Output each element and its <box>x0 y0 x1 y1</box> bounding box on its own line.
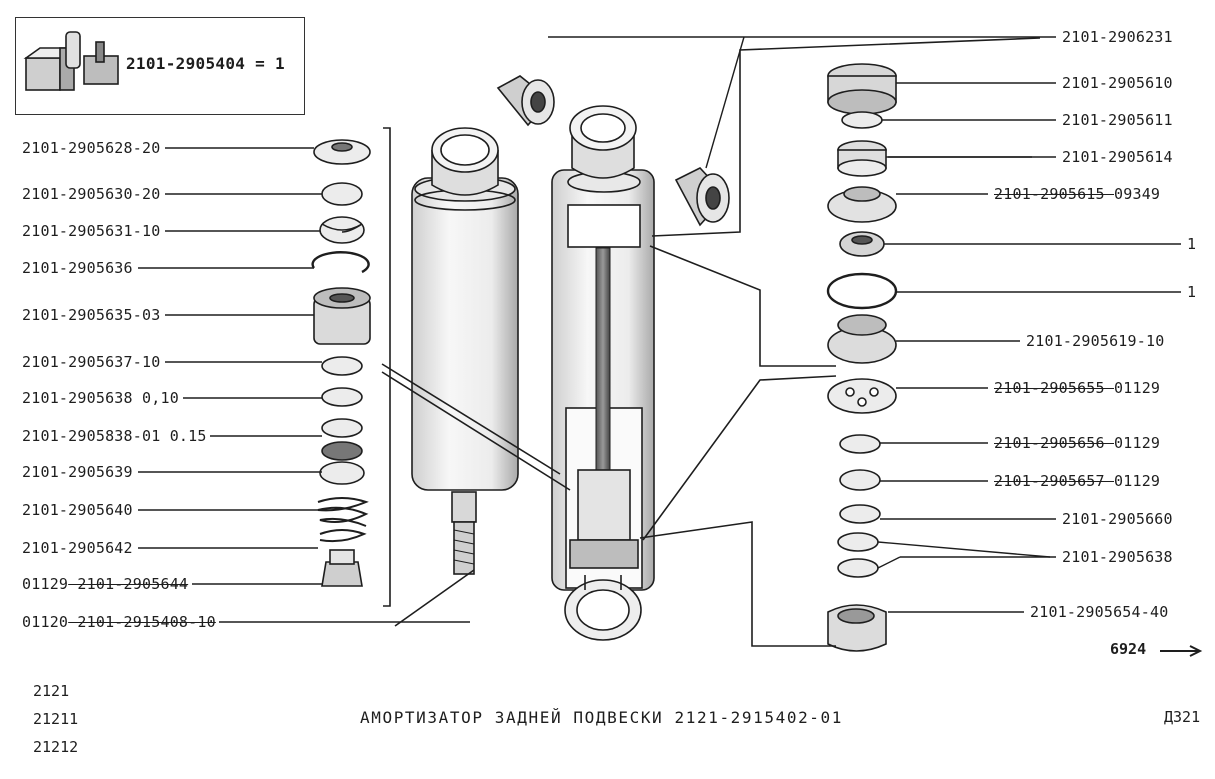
left-leader-lines <box>138 147 470 623</box>
part-number: 2101-2905611 <box>1062 111 1173 129</box>
leader-line <box>705 36 745 169</box>
part-number: 2101-2905614 <box>1062 148 1173 166</box>
repair-kit-icon <box>23 31 119 91</box>
part-label-right: 2101-2905610 <box>1062 74 1173 92</box>
part-number: 09349 <box>1114 185 1161 203</box>
repair-kit-box: 2101-2905404 = 1 <box>15 17 305 115</box>
bracket-top-group <box>651 37 1041 237</box>
part-number: 1 <box>1187 283 1197 301</box>
model-code: 21211 <box>33 710 79 728</box>
part-label-left: 2101-2905636 <box>22 259 133 277</box>
part-number: 2101-2905660 <box>1062 510 1173 528</box>
part-label-left: 2101-2905637-10 <box>22 353 160 371</box>
part-number: 2101-2905654-40 <box>1030 603 1169 621</box>
part-label-right: 2101-2905611 <box>1062 111 1173 129</box>
model-code: 21212 <box>33 738 79 756</box>
part-label-right: 2101-2905615 09349 <box>994 185 1160 203</box>
part-number: 2101-2905640 <box>22 501 133 519</box>
part-number: 2101-2905619-10 <box>1026 332 1165 350</box>
rubber-bushing-side <box>674 167 730 227</box>
left-parts-column <box>311 139 371 587</box>
part-label-left: 01129 2101-2905644 <box>22 575 188 593</box>
right-leader-lines <box>548 36 1181 613</box>
part-number: 2101-2905639 <box>22 463 133 481</box>
part-number: 2101-2905638 0,10 <box>22 389 179 407</box>
part-label-right: 1 <box>1187 283 1196 301</box>
part-number: 2101-2905637-10 <box>22 353 161 371</box>
part-number: 01129 <box>1114 472 1161 490</box>
part-label-left: 2101-2905631-10 <box>22 222 160 240</box>
page-title: АМОРТИЗАТОР ЗАДНЕЙ ПОДВЕСКИ 2121-2915402… <box>360 708 844 727</box>
part-label-right: 2101-2905654-40 <box>1030 603 1168 621</box>
model-code: 2121 <box>33 682 70 700</box>
part-number: 01129 <box>22 575 69 593</box>
figure-number: 6924 <box>1110 640 1147 658</box>
part-label-right: 2101-2905619-10 <box>1026 332 1164 350</box>
part-label-left: 2101-2905640 <box>22 501 133 519</box>
part-label-left: 2101-2905635-03 <box>22 306 160 324</box>
part-number: 1 <box>1187 235 1197 253</box>
shock-absorber-section <box>551 105 655 641</box>
crossed-part-number: 2101-2905656 <box>994 434 1114 452</box>
part-label-left: 2101-2905630-20 <box>22 185 160 203</box>
crossed-part-number: 2101-2915408-10 <box>68 613 216 631</box>
part-number: 2101-2905628-20 <box>22 139 161 157</box>
part-number: 2101-2905630-20 <box>22 185 161 203</box>
part-label-right: 2101-2905614 <box>1062 148 1173 166</box>
crossed-part-number: 2101-2905655 <box>994 379 1114 397</box>
rubber-bushing-top <box>496 75 555 127</box>
part-number: 2101-2905642 <box>22 539 133 557</box>
part-label-left: 2101-2905638 0,10 <box>22 389 179 407</box>
part-number: 01129 <box>1114 379 1161 397</box>
part-number: 01129 <box>1114 434 1161 452</box>
figure-arrow <box>1160 645 1203 657</box>
part-label-left: 2101-2905628-20 <box>22 139 160 157</box>
leader-line <box>877 541 1051 558</box>
part-label-right: 2101-2905657 01129 <box>994 472 1160 490</box>
part-label-right: 2101-2905656 01129 <box>994 434 1160 452</box>
part-number: 2101-2905636 <box>22 259 133 277</box>
part-label-right: 2101-2905655 01129 <box>994 379 1160 397</box>
crossed-part-number: 2101-2905644 <box>68 575 189 593</box>
part-number: 2101-2905635-03 <box>22 306 161 324</box>
part-label-left: 2101-2905642 <box>22 539 133 557</box>
right-parts-column <box>826 63 898 652</box>
part-label-right: 1 <box>1187 235 1196 253</box>
crossed-part-number: 2101-2905615 <box>994 185 1114 203</box>
part-label-left: 2101-2905639 <box>22 463 133 481</box>
leader-line <box>877 556 901 569</box>
part-number: 2101-2905631-10 <box>22 222 161 240</box>
part-number: 2101-2906231 <box>1062 28 1173 46</box>
part-label-right: 2101-2905638 <box>1062 548 1173 566</box>
sheet-code: Д321 <box>1164 708 1201 726</box>
part-number: 01120 <box>22 613 69 631</box>
part-label-right: 2101-2906231 <box>1062 28 1173 46</box>
part-number: 2101-2905638 <box>1062 548 1173 566</box>
part-label-left: 2101-2905838-01 0.15 <box>22 427 207 445</box>
part-label-left: 01120 2101-2915408-10 <box>22 613 216 631</box>
part-label-right: 2101-2905660 <box>1062 510 1173 528</box>
repair-kit-label: 2101-2905404 = 1 <box>126 54 285 73</box>
part-number: 2101-2905610 <box>1062 74 1173 92</box>
shock-absorber-assembled <box>411 127 519 575</box>
crossed-part-number: 2101-2905657 <box>994 472 1114 490</box>
part-number: 2101-2905838-01 0.15 <box>22 427 207 445</box>
left-bracket <box>383 127 391 607</box>
